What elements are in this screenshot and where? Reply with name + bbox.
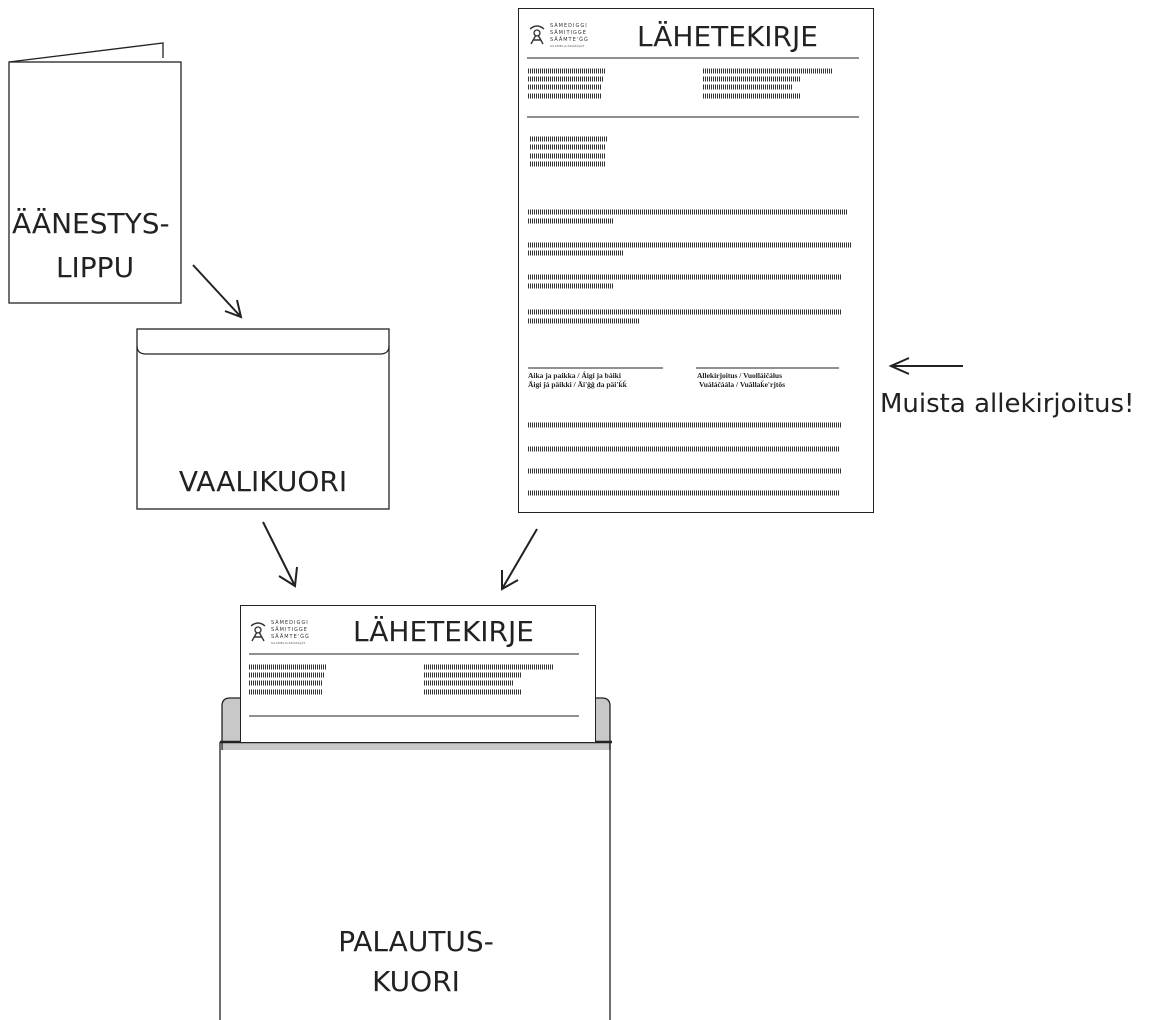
- samediggi-logo-small-icon: [248, 620, 268, 642]
- reminder-text: Muista allekirjoitus!: [880, 389, 1135, 419]
- arrow-envelope-to-return-icon: [262, 521, 298, 588]
- vote-envelope-label: VAALIKUORI: [178, 465, 348, 498]
- logo-small-line3: SÄÄMTE'ĞĞ: [271, 634, 310, 640]
- cover-letter-lines: [527, 57, 859, 496]
- logo-line4: SAAMELAISKÄRÄJÄT: [550, 44, 585, 48]
- sign-label-1: Allekirjoitus / Vuolláičálus: [697, 371, 783, 380]
- logo-small-line2: SÄMITIGGE: [271, 627, 308, 633]
- cover-letter-inserted-title: LÄHETEKIRJE: [353, 615, 534, 648]
- logo-small-line1: SÁMEDIGGI: [271, 620, 309, 626]
- cover-letter-title: LÄHETEKIRJE: [637, 20, 818, 53]
- cover-letter-inserted-lines: [249, 653, 579, 717]
- return-envelope-label-line1: PALAUTUS-: [338, 925, 494, 958]
- logo-line1: SÁMEDIGGI: [550, 23, 588, 29]
- vote-envelope: [136, 328, 392, 512]
- reminder-arrow-icon: [885, 355, 967, 377]
- ballot-card: [0, 0, 200, 310]
- cover-letter-inserted: SÁMEDIGGI SÄMITIGGE SÄÄMTE'ĞĞ SAAMELAISK…: [240, 605, 596, 742]
- logo-text-block: SÁMEDIGGI SÄMITIGGE SÄÄMTE'ĞĞ SAAMELAISK…: [550, 23, 620, 48]
- arrow-ballot-to-envelope-icon: [192, 264, 243, 319]
- logo-line2: SÄMITIGGE: [550, 30, 587, 36]
- vote-envelope-outline: [136, 328, 390, 510]
- sign-label-2: Vuáláčáála / Vuâllaǩe'rjtõs: [699, 380, 785, 389]
- logo-small-line4: SAAMELAISKÄRÄJÄT: [271, 641, 306, 645]
- samediggi-logo-icon: [527, 23, 547, 45]
- place-label-1: Aika ja paikka / Áigi ja báiki: [528, 371, 621, 380]
- ballot-card-outline: [8, 42, 182, 304]
- return-envelope-label-line2: KUORI: [372, 965, 460, 998]
- arrow-letter-to-return-icon: [501, 528, 538, 591]
- ballot-label-line2: LIPPU: [55, 251, 135, 284]
- place-label-2: Äigi já päikki / Äi'ğğ da päi'ǩǩ: [528, 380, 627, 389]
- ballot-label-line1: ÄÄNESTYS-: [12, 207, 170, 240]
- logo-line3: SÄÄMTE'ĞĞ: [550, 37, 589, 43]
- logo-text-block-small: SÁMEDIGGI SÄMITIGGE SÄÄMTE'ĞĞ SAAMELAISK…: [271, 620, 341, 645]
- cover-letter: SÁMEDIGGI SÄMITIGGE SÄÄMTE'ĞĞ SAAMELAISK…: [518, 8, 874, 513]
